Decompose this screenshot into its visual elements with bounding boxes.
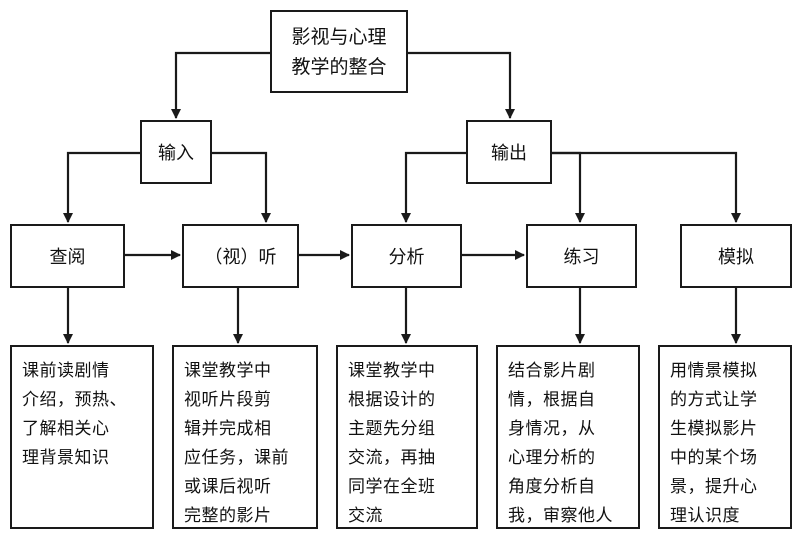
step-practice-label: 练习 [563, 247, 600, 268]
arrow-output-to-simulate [552, 151, 741, 223]
desc-watch-line: 视听片段剪 [184, 390, 272, 410]
arrow-title-to-output [408, 51, 515, 119]
step-simulate-box: 模拟 [680, 224, 792, 288]
desc-analyze-line: 主题先分组 [348, 419, 436, 439]
arrow-title-to-input [171, 51, 270, 119]
title-line-2: 教学的整合 [291, 55, 387, 78]
desc-analyze-box: 课堂教学中 根据设计的 主题先分组 交流，再抽 同学在全班 交流 [336, 345, 478, 529]
output-label: 输出 [491, 143, 527, 164]
desc-watch-line: 辑并完成相 [184, 419, 272, 439]
desc-analyze-line: 交流，再抽 [348, 448, 436, 468]
arrow-input-to-review [63, 151, 140, 223]
arrow-input-to-watch [212, 151, 271, 223]
input-label: 输入 [158, 143, 194, 164]
desc-practice-line: 身情况，从 [508, 419, 596, 439]
step-review-label: 查阅 [49, 247, 86, 268]
desc-review-line: 课前读剧情 [22, 361, 110, 381]
desc-practice-line: 角度分析自 [508, 477, 596, 497]
desc-practice-line: 情，根据自 [508, 390, 596, 410]
desc-simulate-line: 理认识度 [670, 506, 740, 526]
desc-practice-line: 结合影片剧 [508, 361, 596, 381]
desc-analyze-line: 根据设计的 [348, 390, 436, 410]
desc-practice-line: 我，审察他人 [508, 506, 613, 526]
desc-review-box: 课前读剧情 介绍，预热、 了解相关心 理背景知识 [10, 345, 154, 529]
step-simulate-label: 模拟 [718, 247, 754, 268]
input-box: 输入 [140, 120, 212, 184]
desc-simulate-box: 用情景模拟 的方式让学 生模拟影片 中的某个场 景，提升心 理认识度 [658, 345, 792, 529]
desc-simulate-line: 用情景模拟 [670, 361, 758, 381]
output-box: 输出 [466, 120, 552, 184]
desc-watch-box: 课堂教学中 视听片段剪 辑并完成相 应任务，课前 或课后视听 完整的影片 [172, 345, 318, 529]
desc-simulate-line: 的方式让学 [670, 390, 758, 410]
arrow-output-to-analyze [401, 151, 466, 223]
desc-watch-line: 完整的影片 [184, 506, 272, 526]
step-analyze-box: 分析 [351, 224, 462, 288]
desc-practice-box: 结合影片剧 情，根据自 身情况，从 心理分析的 角度分析自 我，审察他人 [496, 345, 640, 529]
desc-practice-line: 心理分析的 [508, 448, 596, 468]
desc-review-line: 介绍，预热、 [22, 390, 127, 410]
desc-simulate-line: 中的某个场 [670, 448, 758, 468]
desc-analyze-line: 同学在全班 [348, 477, 436, 497]
step-review-box: 查阅 [10, 224, 125, 288]
title-box: 影视与心理 教学的整合 [270, 10, 408, 93]
title-line-1: 影视与心理 [291, 25, 387, 48]
desc-review-line: 了解相关心 [22, 419, 110, 439]
desc-simulate-line: 生模拟影片 [670, 419, 758, 439]
desc-watch-line: 应任务，课前 [184, 448, 289, 468]
desc-analyze-line: 课堂教学中 [348, 361, 436, 381]
desc-watch-line: 或课后视听 [184, 477, 272, 497]
desc-simulate-line: 景，提升心 [670, 477, 758, 497]
step-watch-box: （视）听 [182, 224, 299, 288]
desc-analyze-line: 交流 [348, 506, 383, 526]
step-analyze-label: 分析 [388, 247, 425, 268]
step-watch-label: （视）听 [204, 247, 277, 268]
desc-review-line: 理背景知识 [22, 448, 110, 468]
arrow-output-to-practice [552, 151, 585, 223]
desc-watch-line: 课堂教学中 [184, 361, 272, 381]
step-practice-box: 练习 [526, 224, 637, 288]
